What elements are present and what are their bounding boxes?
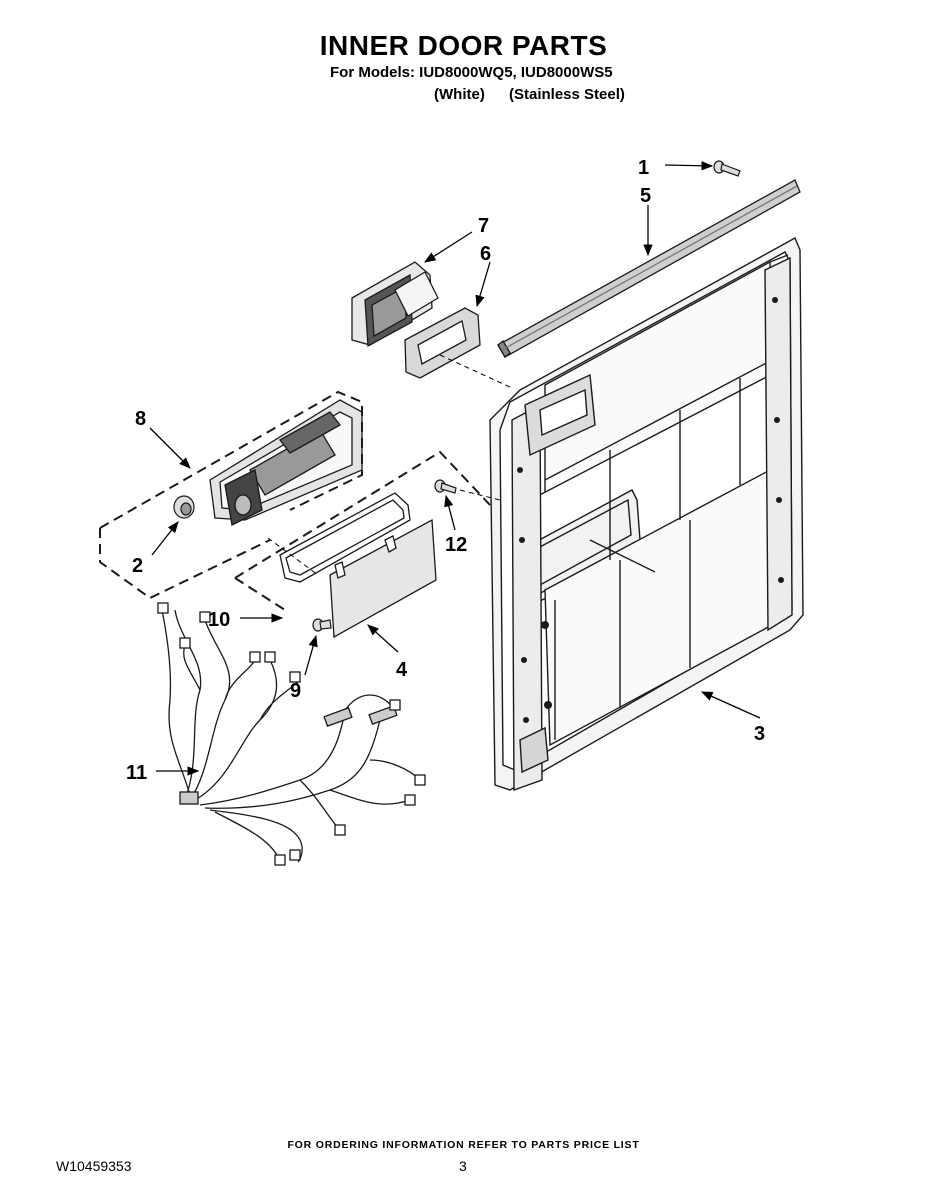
callout-8: 8 [135, 408, 146, 430]
top-trim-strip [497, 179, 801, 358]
gasket-part-10 [279, 492, 411, 583]
callout-11: 11 [126, 762, 147, 784]
screw-part-12 [434, 479, 457, 494]
callout-6: 6 [480, 243, 491, 265]
knob-part-2 [173, 495, 195, 519]
control-board-part-4 [329, 518, 437, 639]
variant-white: (White) [434, 86, 485, 103]
variant-stainless: (Stainless Steel) [509, 86, 625, 103]
callout-10: 10 [208, 609, 230, 631]
callout-9: 9 [290, 680, 301, 702]
callout-2: 2 [132, 555, 143, 577]
wire-harness-part-11 [157, 602, 426, 866]
screw-part-9 [312, 618, 332, 632]
vent-part-7 [351, 261, 439, 348]
dispenser-group-outline [99, 390, 363, 600]
dashed-leaders [267, 354, 513, 576]
control-group-outline [234, 450, 491, 611]
callout-7: 7 [478, 215, 489, 237]
leader-lines [149, 161, 761, 776]
callout-4: 4 [396, 659, 408, 681]
document-number: W10459353 [56, 1158, 132, 1174]
ordering-note: FOR ORDERING INFORMATION REFER TO PARTS … [287, 1139, 640, 1151]
callout-12: 12 [445, 534, 467, 556]
page-title: INNER DOOR PARTS [319, 30, 608, 61]
models-line: For Models: IUD8000WQ5, IUD8000WS5 [330, 64, 613, 81]
vent-gasket-part-6 [404, 307, 481, 379]
callout-5: 5 [640, 185, 651, 207]
callout-3: 3 [754, 723, 765, 745]
page-number: 3 [459, 1158, 467, 1174]
model-variants: (White) (Stainless Steel) [434, 86, 645, 103]
screw-part-1 [713, 160, 741, 177]
dispenser-assembly-part-8 [209, 399, 363, 526]
inner-door-panel [489, 237, 804, 791]
callout-1: 1 [638, 157, 649, 179]
